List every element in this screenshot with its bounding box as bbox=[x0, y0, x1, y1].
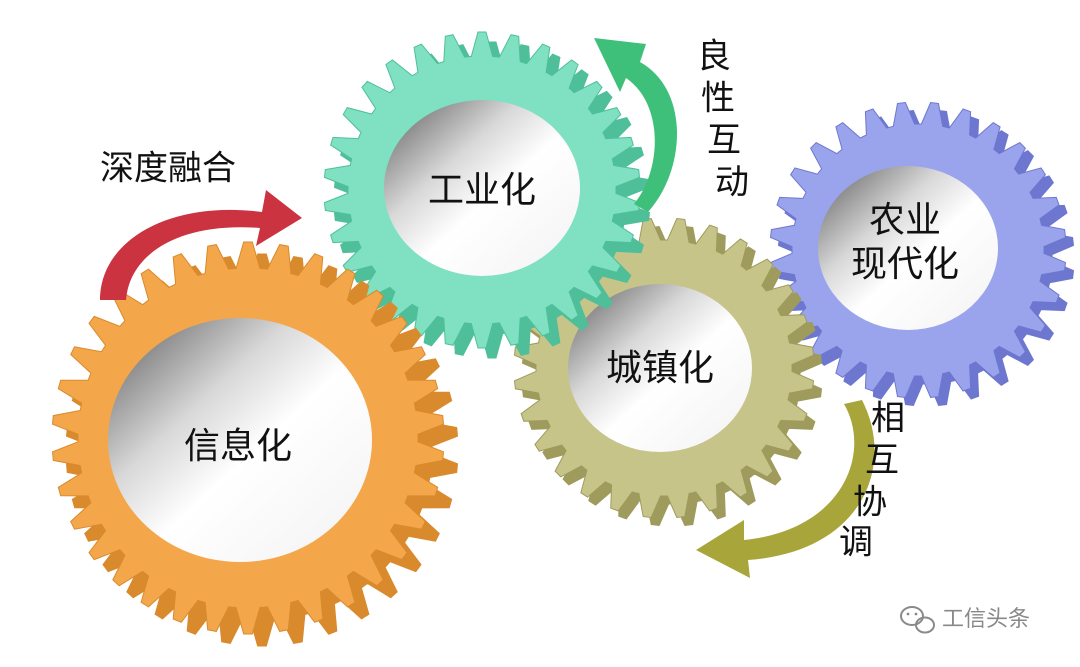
gear-industrialization-hole bbox=[384, 100, 580, 276]
mutual-coordination-char-4: 调 bbox=[839, 523, 873, 563]
gear-agriculture-modernization: 农业 现代化 bbox=[769, 101, 1075, 407]
mutual-coordination-char-3: 协 bbox=[853, 483, 887, 523]
benign-interaction-char-3: 互 bbox=[707, 121, 741, 161]
gear-agriculture-label-line2: 现代化 bbox=[851, 244, 959, 285]
benign-interaction-arrow bbox=[594, 38, 678, 212]
gear-industrialization: 工业化 bbox=[323, 31, 651, 359]
watermark-text: 工信头条 bbox=[942, 607, 1030, 632]
mutual-coordination-char-2: 互 bbox=[865, 441, 899, 481]
gear-informatization-hole bbox=[108, 318, 372, 562]
gear-urbanization-label: 城镇化 bbox=[606, 348, 714, 389]
benign-interaction-char-2: 性 bbox=[701, 79, 735, 119]
mutual-coordination-char-1: 相 bbox=[871, 399, 905, 439]
gear-agriculture-hole bbox=[818, 166, 998, 330]
deep-fusion-arrow-body bbox=[100, 190, 302, 300]
benign-interaction-char-4: 动 bbox=[715, 163, 749, 203]
gear-informatization-label: 信息化 bbox=[184, 426, 292, 467]
benign-interaction-arrow-body bbox=[594, 38, 678, 212]
gear-informatization: 信息化 bbox=[51, 241, 459, 647]
mutual-coordination-arrow-body bbox=[696, 400, 875, 578]
mutual-coordination-arrow bbox=[696, 400, 875, 578]
benign-interaction-char-1: 良 bbox=[697, 37, 731, 77]
gear-agriculture-label-line1: 农业 bbox=[869, 200, 941, 241]
deep-fusion-label: 深度融合 bbox=[100, 149, 236, 189]
gear-urbanization-hole bbox=[568, 284, 752, 452]
deep-fusion-arrow bbox=[100, 190, 302, 300]
wechat-icon bbox=[900, 606, 935, 634]
watermark: 工信头条 bbox=[900, 606, 1030, 634]
gear-industrialization-label: 工业化 bbox=[428, 170, 536, 211]
